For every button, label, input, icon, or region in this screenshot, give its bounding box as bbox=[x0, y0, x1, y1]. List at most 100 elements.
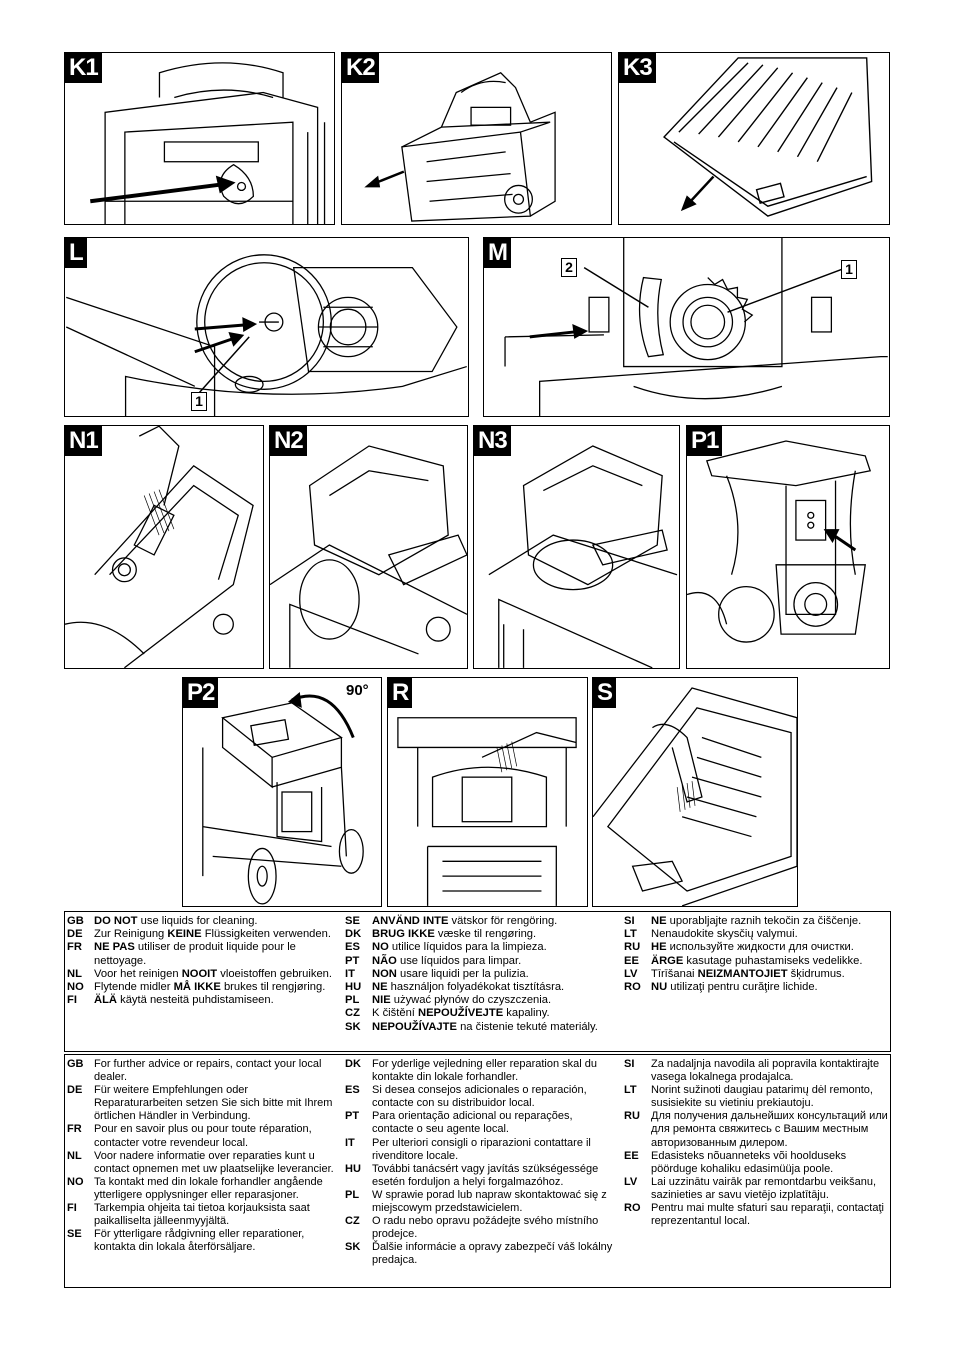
callout-2: 2 bbox=[561, 258, 577, 277]
language-entry: SI NE uporabljajte raznih tekočin za čišč… bbox=[624, 915, 888, 928]
entry-emphasis: NON bbox=[372, 967, 397, 980]
language-code: NO bbox=[67, 1175, 84, 1188]
language-code: PT bbox=[345, 954, 360, 967]
entry-text-body: usare liquidi per la pulizia. bbox=[396, 967, 529, 980]
language-code: LT bbox=[624, 1084, 637, 1097]
panel-k1: K1 bbox=[64, 52, 335, 225]
language-code: DK bbox=[345, 1058, 361, 1070]
entry-text-body: Ďalšie informácie a opravy zabezpečí váš… bbox=[372, 1241, 613, 1267]
entry-text: NO utilice líquidos para la limpieza. bbox=[372, 941, 617, 954]
p1-arrow bbox=[832, 533, 857, 552]
entry-text: Lai uzzinātu vairāk par remontdarbu veik… bbox=[651, 1176, 888, 1202]
entry-text: NON usare liquidi per la pulizia. bbox=[372, 968, 617, 981]
entry-text: Für weitere Empfehlungen oder Reparatura… bbox=[94, 1084, 337, 1123]
language-code: ES bbox=[345, 1084, 360, 1097]
entry-text: Nenaudokite skysčių valymui. bbox=[651, 928, 888, 941]
entry-text: ANVÄND INTE vätskor för rengöring. bbox=[372, 915, 617, 928]
entry-text-body: Pentru mai multe sfaturi sau reparaţii, … bbox=[651, 1202, 884, 1228]
entry-text-body: Nenaudokite skysčių valymui. bbox=[651, 928, 798, 941]
language-code: PL bbox=[345, 994, 360, 1007]
advice-column-1: GB For further advice or repairs, contact… bbox=[67, 1058, 337, 1254]
entry-text: K čištění NEPOUŽÍVEJTE kapaliny. bbox=[372, 1007, 617, 1020]
language-code: IT bbox=[345, 1136, 355, 1149]
entry-text: További tanácsért vagy javítás szükséges… bbox=[372, 1163, 617, 1189]
entry-emphasis: НЕ bbox=[651, 941, 667, 954]
k2-illustration bbox=[364, 72, 556, 222]
p1-illustration bbox=[687, 440, 872, 643]
entry-text-prefix: Tīrīšanai bbox=[651, 967, 698, 980]
entry-text-body: For further advice or repairs, contact y… bbox=[94, 1058, 322, 1084]
k2-arrow bbox=[373, 170, 405, 185]
entry-text-prefix: K čištění bbox=[372, 1007, 419, 1020]
entry-emphasis: NE bbox=[372, 981, 388, 994]
m-illustration bbox=[504, 238, 888, 416]
entry-emphasis: NÃO bbox=[372, 954, 397, 967]
entry-emphasis: NO bbox=[372, 941, 389, 954]
entry-text: Edasisteks nõuanneteks või hoolduseks pö… bbox=[651, 1150, 888, 1176]
entry-text-body: use liquids for cleaning. bbox=[137, 915, 258, 927]
entry-text-body: További tanácsért vagy javítás szükséges… bbox=[372, 1162, 599, 1188]
panel-label: S bbox=[593, 678, 617, 708]
panel-label: L bbox=[65, 238, 87, 268]
language-entry: FI Tarkempia ohjeita tai tietoa korjauksi… bbox=[67, 1202, 337, 1228]
language-code: EE bbox=[624, 954, 639, 967]
entry-text: DO NOT use liquids for cleaning. bbox=[94, 915, 337, 928]
m-arrow bbox=[529, 330, 575, 339]
l-arrow-lower bbox=[194, 337, 233, 354]
panel-l: L 1 bbox=[64, 237, 469, 417]
entry-text-body: Si desea consejos adicionales o reparaci… bbox=[372, 1084, 587, 1110]
entry-emphasis: BRUG IKKE bbox=[372, 928, 435, 941]
advice-column-2: DK For yderlige vejledning eller reparati… bbox=[345, 1058, 617, 1268]
language-code: SE bbox=[345, 915, 360, 927]
language-code: RO bbox=[624, 1202, 641, 1215]
entry-text: NIE używać płynów do czyszczenia. bbox=[372, 994, 617, 1007]
entry-text-body: use líquidos para limpar. bbox=[396, 954, 522, 967]
language-code: FI bbox=[67, 1202, 77, 1215]
panel-s: S bbox=[592, 677, 798, 907]
entry-text: Для получения дальнейших консультаций ил… bbox=[651, 1110, 888, 1149]
entry-emphasis: MÅ IKKE bbox=[173, 981, 221, 994]
entry-text: För ytterligare rådgivning eller reparat… bbox=[94, 1228, 337, 1254]
entry-text: Norint sužinoti daugiau patarimų dėl rem… bbox=[651, 1084, 888, 1110]
language-code: FI bbox=[67, 994, 77, 1007]
entry-emphasis: KEINE bbox=[167, 928, 202, 941]
entry-text: Tarkempia ohjeita tai tietoa korjauksist… bbox=[94, 1202, 337, 1228]
language-code: NL bbox=[67, 967, 82, 980]
entry-emphasis: DO NOT bbox=[94, 915, 138, 927]
entry-text-body: Norint sužinoti daugiau patarimų dėl rem… bbox=[651, 1084, 873, 1110]
language-entry: NO Ta kontakt med din lokale forhandler a… bbox=[67, 1176, 337, 1202]
entry-text-body: For yderlige vejledning eller reparation… bbox=[372, 1058, 598, 1084]
panel-label: N1 bbox=[65, 426, 102, 456]
entry-text-prefix: Voor het reinigen bbox=[94, 967, 182, 980]
entry-text: Tīrīšanai NEIZMANTOJIET šķidrumus. bbox=[651, 968, 888, 981]
entry-text-body: kasutage puhastamiseks vedelikke. bbox=[683, 954, 863, 967]
entry-text-body: brukes til rengjøring. bbox=[220, 981, 326, 994]
entry-text-body: För ytterligare rådgivning eller reparat… bbox=[94, 1228, 305, 1254]
entry-text-body: Pour en savoir plus ou pour toute répara… bbox=[94, 1123, 312, 1149]
entry-text-body: utilizaţi pentru curăţire lichide. bbox=[667, 981, 818, 994]
language-code: GB bbox=[67, 1058, 84, 1070]
entry-text-body: Ta kontakt med din lokale forhandler ang… bbox=[94, 1175, 323, 1201]
language-code: SI bbox=[624, 915, 635, 927]
entry-text: ÄLÄ käytä nesteitä puhdistamiseen. bbox=[94, 994, 337, 1007]
entry-text: NE uporabljajte raznih tekočin za čiščen… bbox=[651, 915, 888, 928]
language-code: LV bbox=[624, 967, 638, 980]
rotation-label: 90° bbox=[346, 682, 369, 699]
language-code: ES bbox=[345, 941, 360, 954]
language-entry: DK For yderlige vejledning eller reparati… bbox=[345, 1058, 617, 1084]
language-entry: PT NÃO use líquidos para limpar. bbox=[345, 955, 617, 968]
language-code: SI bbox=[624, 1058, 635, 1070]
language-entry: PL NIE używać płynów do czyszczenia. bbox=[345, 994, 617, 1007]
entry-text: Pour en savoir plus ou pour toute répara… bbox=[94, 1123, 337, 1149]
panel-label: P2 bbox=[183, 678, 219, 708]
entry-text-body: Para orientação adicional ou reparações,… bbox=[372, 1110, 573, 1136]
entry-text-body: Per ulteriori consigli o riparazioni con… bbox=[372, 1136, 591, 1162]
entry-text-body: używać płynów do czyszczenia. bbox=[390, 994, 552, 1007]
entry-text-body: használjon folyadékokat tisztításra. bbox=[387, 981, 565, 994]
l-arrow-upper bbox=[194, 323, 245, 331]
entry-text: BRUG IKKE væske til rengøring. bbox=[372, 928, 617, 941]
